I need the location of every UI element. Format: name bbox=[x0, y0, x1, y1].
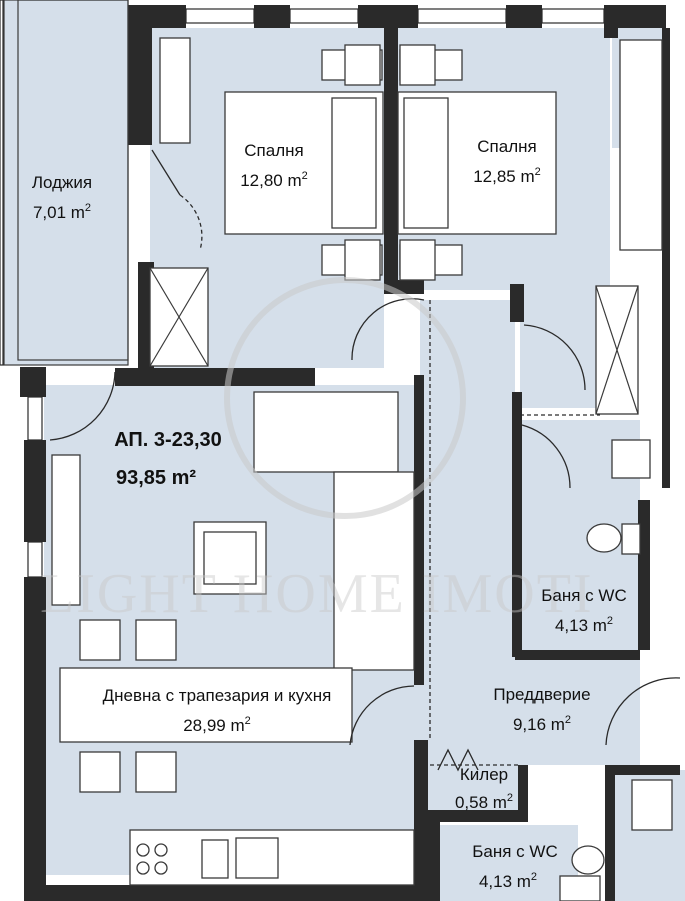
room-name-hallway: Преддверие bbox=[493, 685, 590, 704]
windows bbox=[0, 0, 605, 578]
room-name-loggia: Лоджия bbox=[32, 173, 92, 192]
room-name-living: Дневна с трапезария и кухня bbox=[103, 686, 332, 705]
room-name-bath-1: Баня с WC bbox=[541, 586, 626, 605]
apartment-area: 93,85 m² bbox=[116, 467, 196, 489]
room-name-storage: Килер bbox=[460, 765, 508, 784]
room-name-bedroom-2: Спалня bbox=[477, 137, 536, 156]
room-area-storage: 0,58 m2 bbox=[455, 792, 513, 812]
room-area-bath-1: 4,13 m2 bbox=[555, 615, 613, 635]
loggia-frame bbox=[3, 0, 129, 366]
room-area-bedroom-2: 12,85 m2 bbox=[473, 166, 541, 186]
room-labels: Лоджия 7,01 m2 Спалня 12,80 m2 Спалня 12… bbox=[32, 137, 627, 891]
walls bbox=[20, 5, 680, 901]
bedroom-2-furniture bbox=[397, 39, 663, 415]
doors bbox=[349, 298, 681, 772]
room-name-bedroom-1: Спалня bbox=[244, 141, 303, 160]
room-area-bath-2: 4,13 m2 bbox=[479, 871, 537, 891]
watermark-text: LIGHT HOME IMOTI bbox=[40, 563, 594, 625]
apartment-id: АП. 3-23,30 bbox=[114, 429, 222, 451]
watermark: LIGHT HOME IMOTI bbox=[40, 277, 594, 625]
room-area-loggia: 7,01 m2 bbox=[33, 202, 91, 222]
living-furniture bbox=[49, 371, 415, 886]
room-area-hallway: 9,16 m2 bbox=[513, 714, 571, 734]
room-area-bedroom-1: 12,80 m2 bbox=[240, 170, 308, 190]
bath-fixtures bbox=[559, 439, 673, 901]
room-area-living: 28,99 m2 bbox=[183, 715, 251, 735]
bedroom-1-furniture bbox=[149, 37, 384, 367]
room-name-bath-2: Баня с WC bbox=[472, 842, 557, 861]
